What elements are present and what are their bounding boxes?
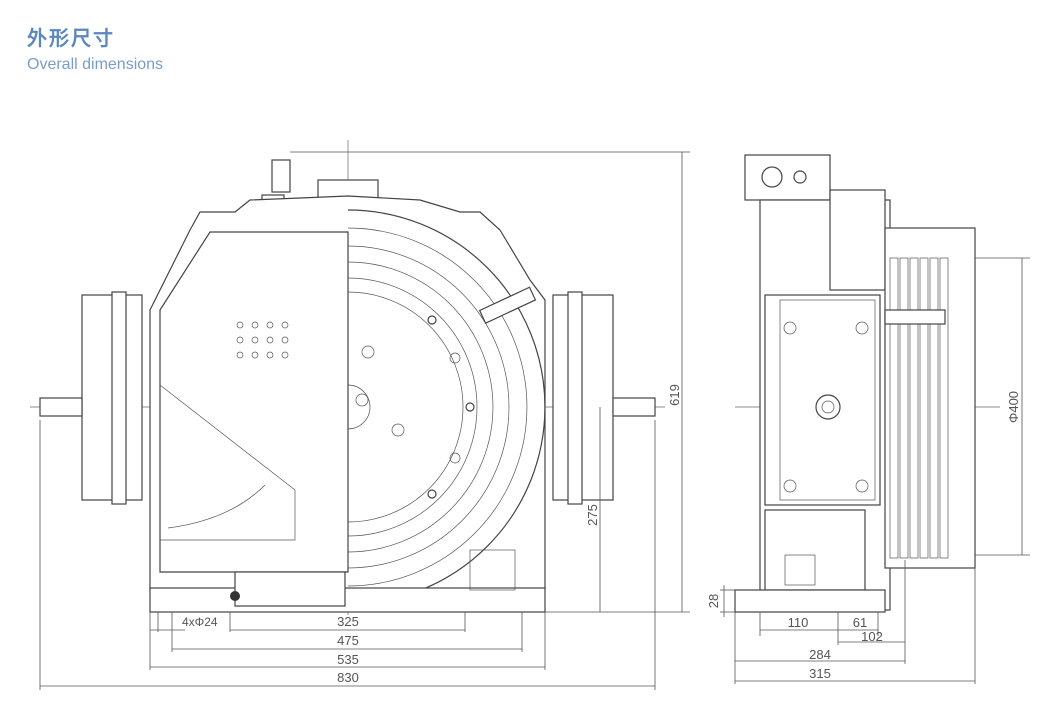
side-view [734,154,1000,613]
cover-plate [159,231,349,573]
left-brake-bolt [39,397,83,417]
dim-phi400: Φ400 [1006,391,1021,423]
dim-28: 28 [706,594,721,608]
dim-110: 110 [788,615,809,630]
section-title-cn: 外形尺寸 [27,26,115,50]
front-dimensions: 619 275 4xΦ24 325 475 535 830 [39,151,690,690]
dim-315: 315 [809,666,831,681]
dim-830: 830 [337,670,359,685]
side-base [734,589,886,613]
dim-475: 475 [337,633,359,648]
section-title-en: Overall dimensions [27,56,164,73]
sheave-outline [347,209,546,605]
encoder-bracket [478,286,537,324]
dim-102: 102 [861,629,883,644]
vent-holes [236,321,289,359]
base [149,587,546,613]
front-view [30,140,665,615]
dim-284: 284 [809,647,831,662]
dim-619: 619 [667,384,682,406]
dim-4xphi24: 4xΦ24 [182,615,218,629]
terminal-box-side [744,154,831,201]
dim-61: 61 [853,615,867,630]
dim-275: 275 [585,504,600,526]
right-brake [552,294,614,501]
right-brake-bolt [612,397,656,417]
dim-535: 535 [337,652,359,667]
terminal-box [271,159,291,193]
side-dimensions: 28 110 61 102 284 315 Φ400 [706,257,1030,684]
dim-325: 325 [337,614,359,629]
sheave-grooves [889,257,949,559]
